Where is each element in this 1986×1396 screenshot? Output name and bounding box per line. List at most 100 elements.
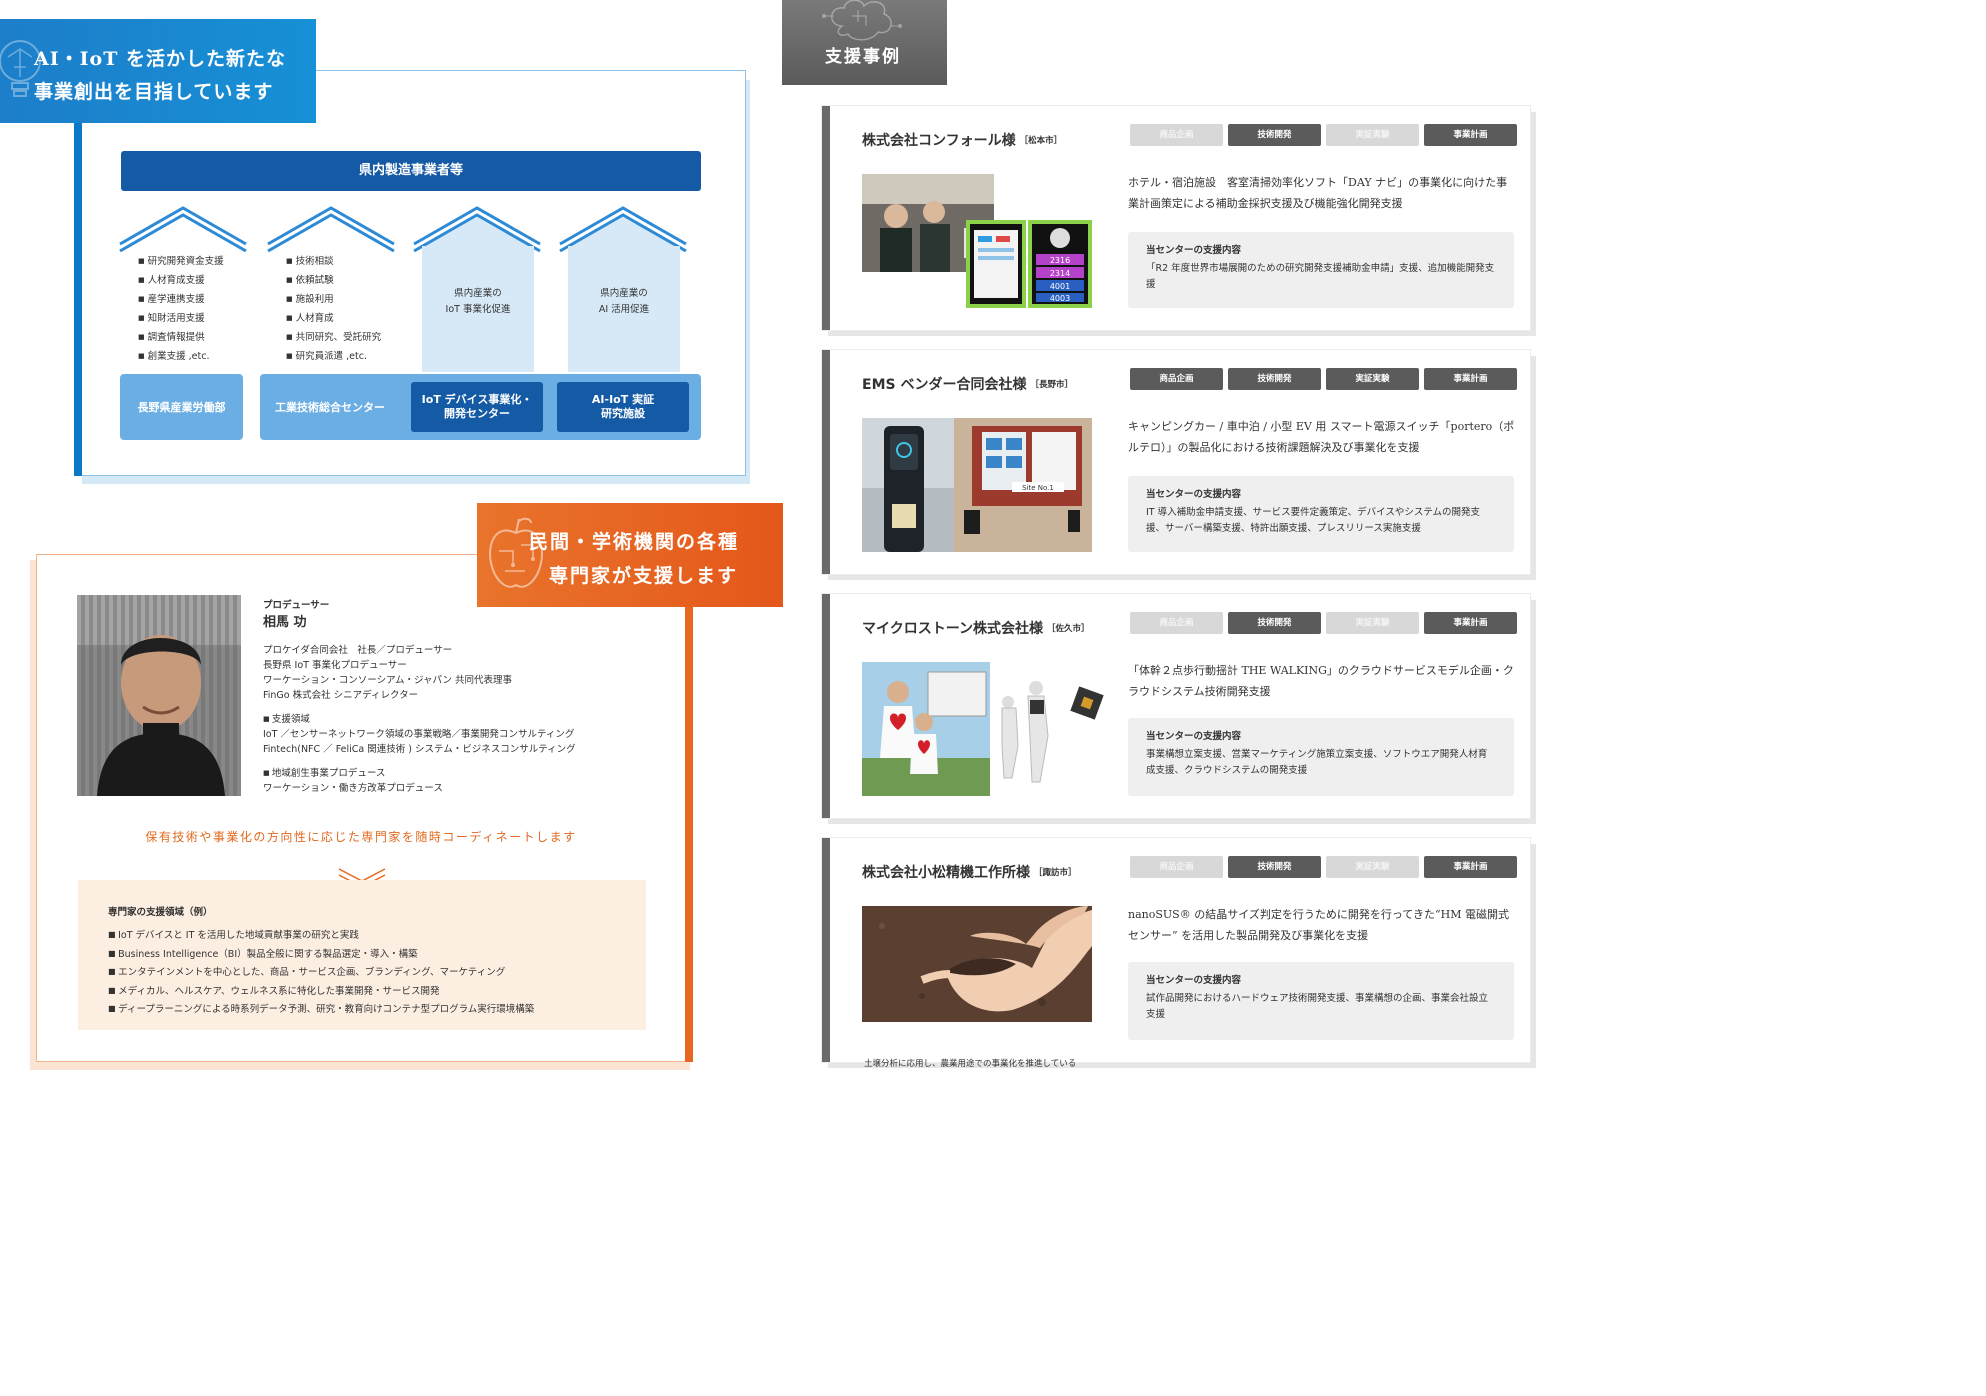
producer-role: プロデューサー [263,600,330,611]
affiliation-line: ワーケーション・コンソーシアム・ジャパン 共同代表理事 [263,675,512,686]
case-description: キャンピングカー / 車中泊 / 小型 EV 用 スマート電源スイッチ「port… [1128,420,1515,454]
support-heading: 当センターの支援内容 [1146,489,1242,500]
case-photo: 2316 2314 4001 4003 [862,174,1092,308]
list-item: Business Intelligence（BI）製品全般に関する製品選定・導入… [108,945,534,964]
tag-product-planning: 商品企画 [1130,612,1223,634]
support-body: 「R2 年度世界市場展開のための研究開発支援補助金申請」支援、追加機能開発支援 [1146,263,1495,290]
producer-portrait-image [77,595,241,796]
org-iot-device-center: IoT デバイス事業化・開発センター [411,382,543,432]
tag-demonstration: 実証実験 [1326,612,1419,634]
support-heading: 当センターの支援内容 [1146,975,1242,986]
company-city: ［松本市］ [1019,136,1063,146]
house-text-line1: 県内産業の [600,288,648,299]
company-name: 株式会社小松精機工作所様［諏訪市］ [862,862,1077,882]
tag-tech-development: 技術開発 [1228,124,1321,146]
section-title: 民間・学術機関の各種 専門家が支援します [477,503,783,607]
card-body: 株式会社小松精機工作所様［諏訪市］ 商品企画 技術開発 実証実験 事業計画 土壌… [822,838,1530,1069]
tag-row: 商品企画 技術開発 実証実験 事業計画 [1130,856,1517,878]
section-title-line1: 民間・学術機関の各種 [529,531,740,553]
list-item: 人材育成 [286,309,381,328]
cases-header-label: 支援事例 [825,47,901,67]
expert-domains-box: 専門家の支援領域（例） IoT デバイスと IT を活用した地域貢献事業の研究と… [78,880,646,1030]
tag-demonstration: 実証実験 [1326,368,1419,390]
company-name: 株式会社コンフォール様［松本市］ [862,130,1062,150]
accent-bar [685,603,693,1062]
support-list: 技術相談 依頼試験 施設利用 人材育成 共同研究、受託研究 研究員派遣 ,etc… [286,252,382,366]
ai-iot-section: AI・IoT を活かした新たな 事業創出を目指しています 県内製造事業者等 研究… [0,0,760,490]
list-item: 産学連携支援 [138,290,224,309]
case-description: ホテル・宿泊施設 客室清掃効率化ソフト「DAY ナビ」の事業化に向けた事業計画策… [1128,176,1508,210]
list-item: 共同研究、受託研究 [286,328,382,347]
card-body: 株式会社コンフォール様［松本市］ 商品企画 技術開発 実証実験 事業計画 [822,106,1530,330]
support-area-line: IoT ／センサーネットワーク領域の事業戦略／事業開発コンサルティング [263,729,575,740]
photo-value: 2314 [1050,269,1070,278]
section-title: AI・IoT を活かした新たな 事業創出を目指しています [0,19,316,123]
case-description: nanoSUS® の結晶サイズ判定を行うために開発を行ってきた“HM 電磁開式セ… [1128,908,1509,942]
case-description: 「体幹２点歩行動揺計 THE WALKING」のクラウドサービスモデル企画・クラ… [1128,664,1514,698]
list-item: 技術相談 [286,252,381,271]
affiliation-line: プロケイダ合同会社 社長／プロデューサー [263,645,453,656]
producer-photo [77,595,241,796]
list-item: ディープラーニングによる時系列データ予測、研究・教育向けコンテナ型プログラム実行… [108,1000,534,1019]
list-item: 創業支援 ,etc. [138,347,224,366]
list-item: 調査情報提供 [138,328,224,347]
tag-business-plan: 事業計画 [1424,612,1517,634]
house-body [422,246,534,372]
tag-product-planning: 商品企画 [1130,124,1223,146]
house-ai-promotion: 県内産業の AI 活用促進 [558,204,688,372]
tag-product-planning: 商品企画 [1130,856,1223,878]
tag-tech-development: 技術開発 [1228,368,1321,390]
support-box: 当センターの支援内容 試作品開発におけるハードウェア技術開発支援、事業構想の企画… [1128,962,1514,1040]
company-name: マイクロストーン株式会社様［佐久市］ [862,618,1090,638]
photo-value: 4003 [1050,294,1070,303]
photo-caption: 土壌分析に応用し、農業用途での事業化を推進している [864,1059,1077,1069]
tag-tech-development: 技術開発 [1228,612,1321,634]
org-line2: 研究施設 [601,407,645,420]
experts-section: 民間・学術機関の各種 専門家が支援します プロデューサー 相馬 功 プロケイダ合… [0,500,790,1080]
support-box: 当センターの支援内容 事業構想立案支援、営業マーケティング施策立案支援、ソフトウ… [1128,718,1514,796]
smart-power-switch-image: Site No.1 [862,418,1092,552]
company-name: EMS ベンダー合同会社様［長野市］ [862,374,1073,394]
case-card-microstone: マイクロストーン株式会社様［佐久市］ 商品企画 技術開発 実証実験 事業計画 [822,594,1536,824]
manufacturers-bar: 県内製造事業者等 [121,151,701,191]
tag-business-plan: 事業計画 [1424,368,1517,390]
org-line1: AI-IoT 実証 [591,393,655,406]
tag-tech-development: 技術開発 [1228,856,1321,878]
company-name-text: 株式会社コンフォール様 [862,133,1016,149]
house-prefecture-dept: 研究開発資金支援 人材育成支援 産学連携支援 知財活用支援 調査情報提供 創業支… [118,204,248,372]
lightbulb-icon [0,40,41,97]
support-body: 事業構想立案支援、営業マーケティング施策立案支援、ソフトウエア開発人材育成支援、… [1146,749,1488,776]
roof-icon [119,206,247,252]
house-text: 県内産業の IoT 事業化促進 [422,286,534,318]
tag-demonstration: 実証実験 [1326,124,1419,146]
house-text-line2: AI 活用促進 [598,304,650,315]
tag-business-plan: 事業計画 [1424,856,1517,878]
company-city: ［佐久市］ [1047,624,1090,634]
case-photo [862,662,1108,796]
company-name-text: EMS ベンダー合同会社様 [862,377,1027,393]
roof-icon [267,206,395,252]
list-item: メディカル、ヘルスケア、ウェルネス系に特化した事業開発・サービス開発 [108,982,534,1001]
company-name-text: マイクロストーン株式会社様 [862,621,1044,637]
affiliation-line: 長野県 IoT 事業化プロデューサー [263,660,407,671]
tag-business-plan: 事業計画 [1424,124,1517,146]
company-city: ［長野市］ [1030,380,1073,390]
photo-value: 2316 [1050,256,1070,265]
section-title-line1: AI・IoT を活かした新たな [34,48,286,70]
case-photo: Site No.1 [862,418,1092,552]
hotel-staff-tablet-image: 2316 2314 4001 4003 [862,174,1092,308]
house-text: 県内産業の AI 活用促進 [568,286,680,318]
org-line1: IoT デバイス事業化・ [421,393,533,406]
roof-icon [559,206,687,252]
case-photo [862,906,1092,1022]
roof-icon [413,206,541,252]
case-card-confort: 株式会社コンフォール様［松本市］ 商品企画 技術開発 実証実験 事業計画 [822,106,1536,336]
support-heading: 当センターの支援内容 [1146,245,1242,256]
card-body: EMS ベンダー合同会社様［長野市］ 商品企画 技術開発 実証実験 事業計画 [822,350,1530,574]
coordinate-message: 保有技術や事業化の方向性に応じた専門家を随時コーディネートします [145,830,577,844]
house-iot-promotion: 県内産業の IoT 事業化促進 [412,204,542,372]
section-title-line2: 専門家が支援します [549,565,739,587]
tag-row: 商品企画 技術開発 実証実験 事業計画 [1130,612,1517,634]
regional-line: ワーケーション・働き方改革プロデュース [263,783,443,794]
photo-value: 4001 [1050,282,1070,291]
